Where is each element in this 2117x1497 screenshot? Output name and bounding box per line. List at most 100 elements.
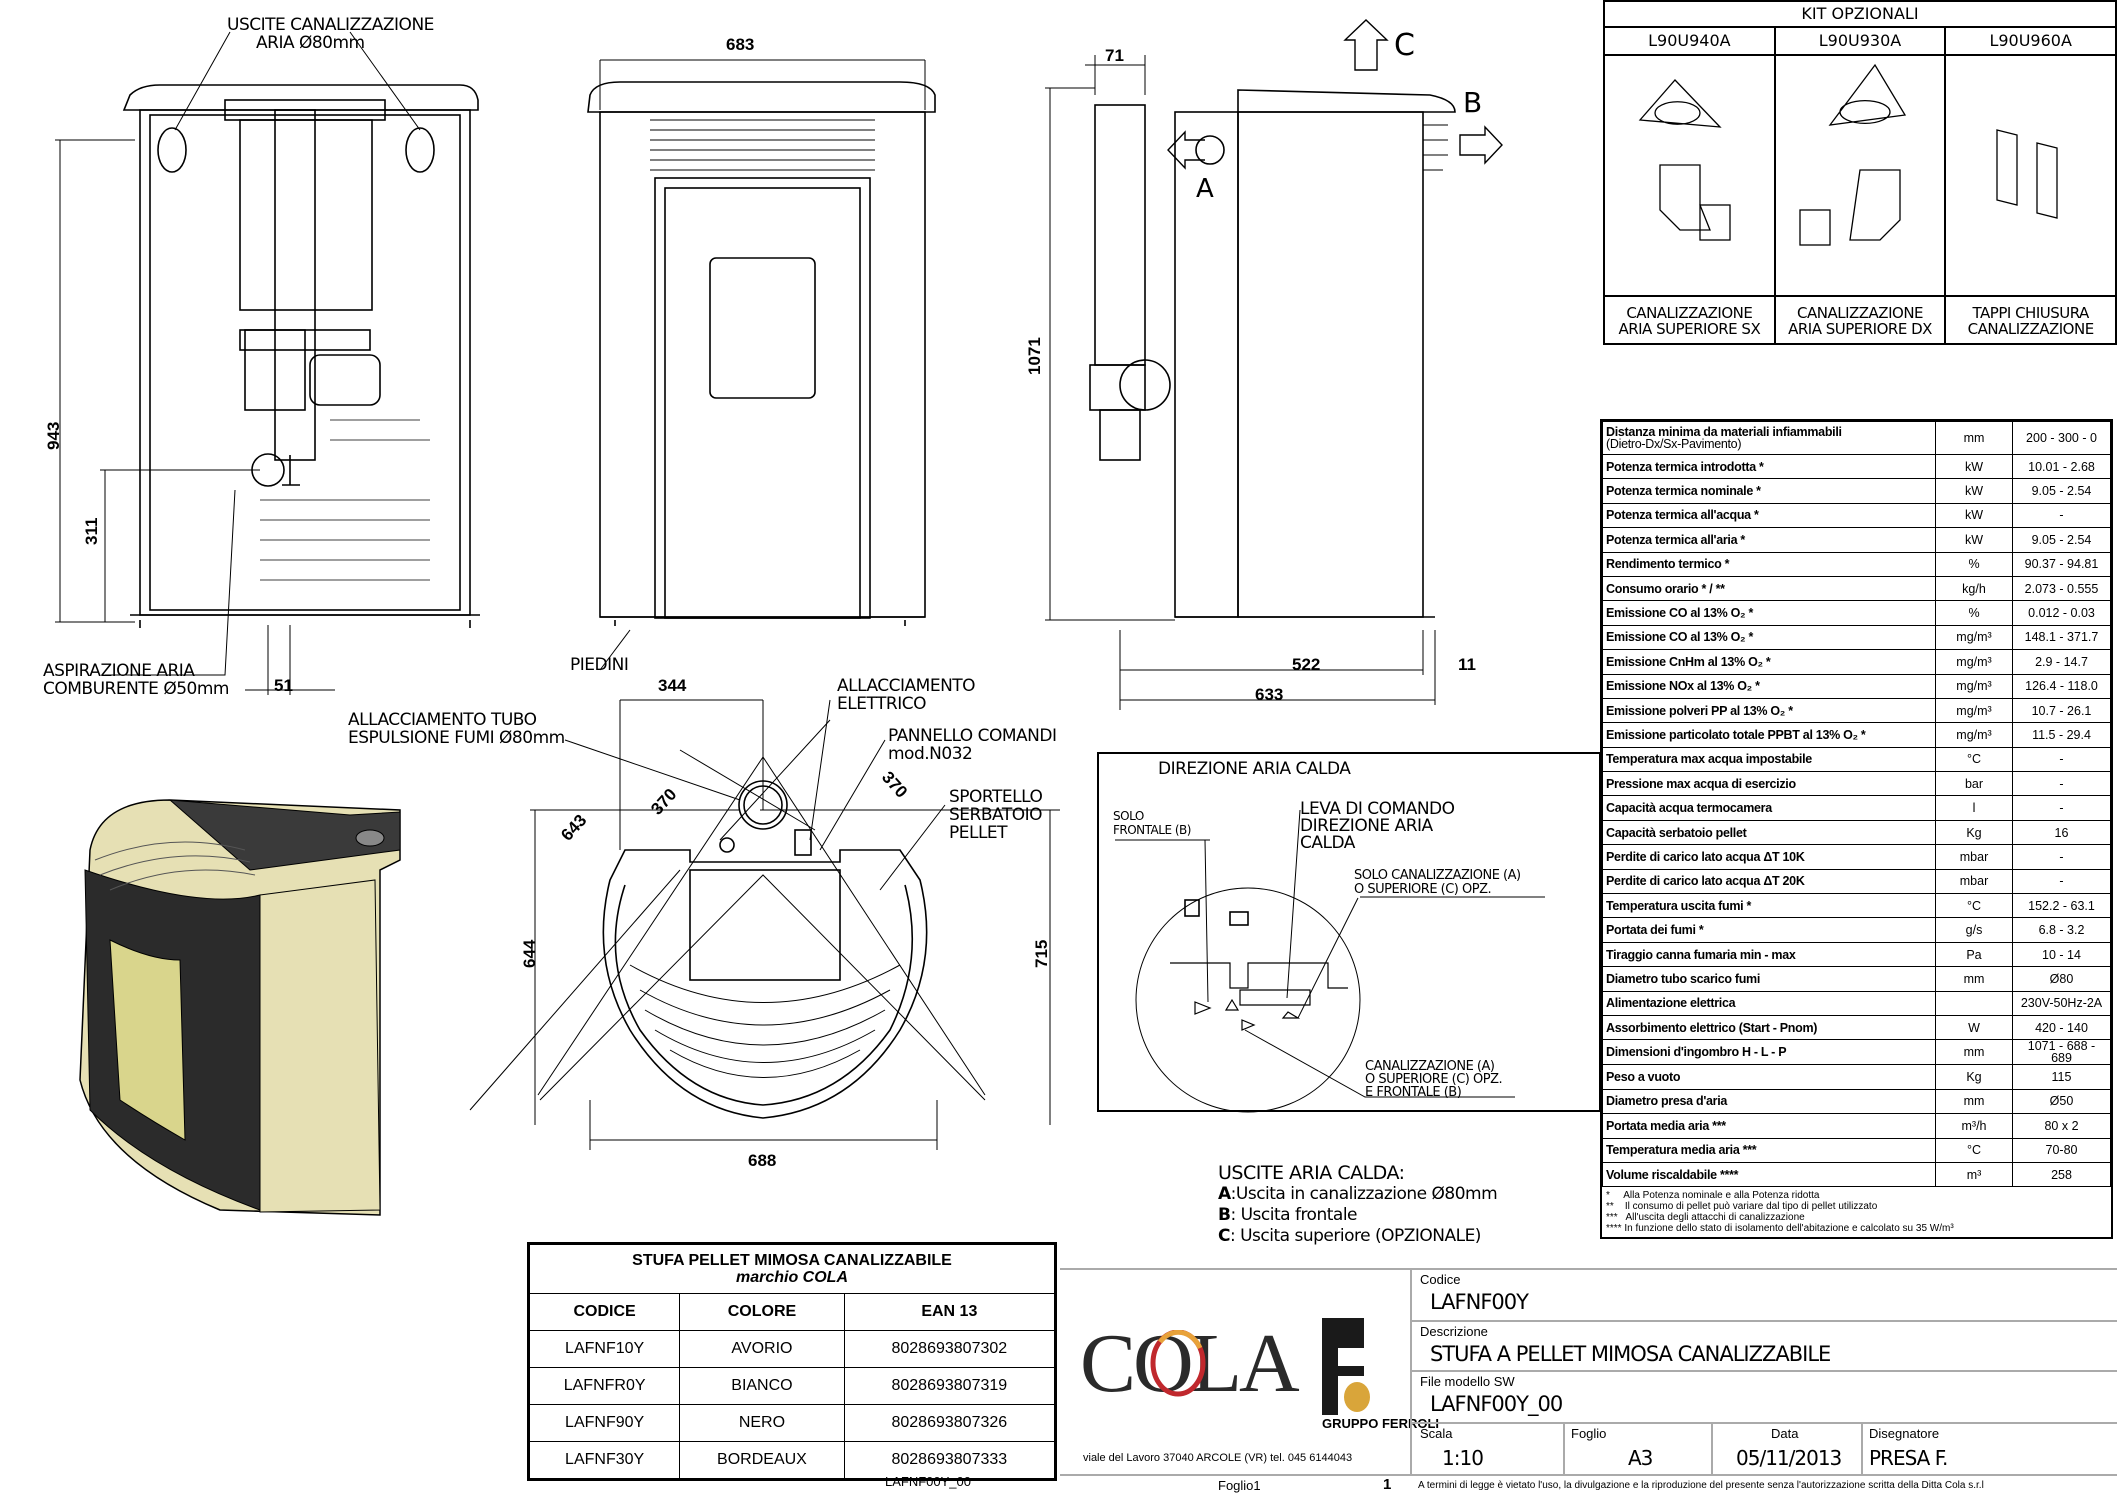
ean-cell: 8028693807326 — [843, 1404, 1056, 1442]
col-header-codice: CODICE — [528, 1293, 681, 1331]
spec-value: 148.1 - 371.7 — [2012, 624, 2111, 651]
air-outlets-title: USCITE ARIA CALDA: — [1218, 1162, 1405, 1184]
label-canal-2: O SUPERIORE (C) OPZ. — [1365, 1072, 1503, 1087]
codes-file-ref: LAFNF00Y_00 — [885, 1474, 971, 1489]
spec-row: Distanza minima da materiali infiammabil… — [1602, 421, 2111, 455]
spec-label: Capacità acqua termocamera — [1602, 795, 1936, 821]
col-header-colore: COLORE — [679, 1293, 845, 1331]
company-address: viale del Lavoro 37040 ARCOLE (VR) tel. … — [1083, 1452, 1353, 1464]
spec-value: 2.9 - 14.7 — [2012, 649, 2111, 675]
label-piedini: PIEDINI — [570, 655, 629, 675]
label-tubo-1: ALLACCIAMENTO TUBO — [348, 710, 537, 730]
spec-label: Tiraggio canna fumaria min - max — [1602, 941, 1936, 968]
dim-foot: 11 — [1458, 655, 1476, 674]
kit-code: L90U930A — [1775, 28, 1945, 56]
spec-label-text: Temperatura uscita fumi * — [1606, 898, 1752, 913]
side-view-drawing — [1045, 19, 1503, 710]
label-aria-diameter: ARIA Ø80mm — [256, 33, 365, 53]
ean-cell: 8028693807302 — [843, 1330, 1056, 1368]
spec-value: 80 x 2 — [2012, 1113, 2111, 1139]
spec-label: Temperatura uscita fumi * — [1602, 893, 1936, 919]
sheet-number: 1 — [1383, 1476, 1392, 1493]
rear-view-drawing — [55, 31, 480, 695]
spec-unit: mg/m³ — [1935, 722, 2013, 748]
spec-label-text: Distanza minima da materiali infiammabil… — [1606, 425, 1842, 439]
spec-label-text: Potenza termica all'aria * — [1606, 532, 1745, 547]
color-cell: BIANCO — [679, 1367, 845, 1405]
spec-footnote: *** All'uscita degli attacchi di canaliz… — [1606, 1212, 1805, 1224]
spec-label: Perdite di carico lato acqua ΔT 20K — [1602, 868, 1936, 895]
spec-label: Perdite di carico lato acqua ΔT 10K — [1602, 844, 1936, 870]
kit-desc-2: ARIA SUPERIORE DX — [1788, 320, 1932, 338]
spec-value: - — [2012, 868, 2111, 895]
top-view-drawing — [469, 699, 1060, 1150]
spec-footnote: **** In funzione dello stato di isolamen… — [1606, 1223, 1954, 1235]
spec-label: Potenza termica all'aria * — [1602, 527, 1936, 553]
spec-label: Assorbimento elettrico (Start - Pnom) — [1602, 1014, 1936, 1041]
spec-label-text: Assorbimento elettrico (Start - Pnom) — [1606, 1020, 1818, 1035]
spec-label-text: Capacità serbatoio pellet — [1606, 825, 1747, 840]
label-leva-3: CALDA — [1300, 833, 1355, 853]
spec-value: - — [2012, 795, 2111, 821]
spec-unit: bar — [1935, 771, 2013, 797]
spec-label: Diametro presa d'aria — [1602, 1088, 1936, 1115]
ferroli-logo-text: GRUPPO FERROLI — [1322, 1416, 1440, 1431]
label-leva-1: LEVA DI COMANDO — [1300, 799, 1455, 819]
arrow-c-label: C — [1394, 28, 1415, 63]
spec-value: 152.2 - 63.1 — [2012, 893, 2111, 919]
spec-value: 6.8 - 3.2 — [2012, 917, 2111, 943]
spec-value: 200 - 300 - 0 — [2012, 421, 2111, 455]
spec-value: 10.01 - 2.68 — [2012, 453, 2111, 480]
dim-front-width: 683 — [726, 35, 755, 54]
front-view-drawing — [587, 59, 936, 671]
spec-label-text: Emissione NOx al 13% O₂ * — [1606, 679, 1760, 694]
spec-label: Portata dei fumi * — [1602, 917, 1936, 943]
kit-desc-1: TAPPI CHIUSURA — [1972, 304, 2090, 322]
spec-unit: g/s — [1935, 917, 2013, 943]
spec-value: 9.05 - 2.54 — [2012, 527, 2111, 553]
ferroli-logo — [1322, 1318, 1370, 1415]
spec-label-text: Rendimento termico * — [1606, 557, 1730, 572]
kit-desc-2: CANALIZZAZIONE — [1967, 320, 2095, 338]
air-direction-title: DIREZIONE ARIA CALDA — [1158, 759, 1351, 779]
spec-label-text: Emissione CO al 13% O₂ * — [1606, 630, 1754, 645]
label-comburente: COMBURENTE Ø50mm — [43, 679, 229, 699]
kit-desc-2: ARIA SUPERIORE SX — [1618, 320, 1761, 338]
spec-label: Rendimento termico * — [1602, 551, 1936, 577]
label-uscite-canalizzazione: USCITE CANALIZZAZIONE — [227, 15, 434, 35]
spec-value: 126.4 - 118.0 — [2012, 673, 2111, 699]
outlet-c-key: C — [1218, 1226, 1230, 1246]
kit-image — [1775, 56, 1945, 297]
spec-label-text: Consumo orario * / ** — [1606, 581, 1725, 596]
spec-value: 115 — [2012, 1064, 2111, 1090]
label-sportello-2: SERBATOIO — [949, 805, 1042, 825]
code-cell: LAFNF90Y — [528, 1404, 681, 1442]
foglio-value: A3 — [1628, 1446, 1653, 1470]
scala-label: Scala — [1420, 1426, 1453, 1441]
outlet-c-text: : Uscita superiore (OPZIONALE) — [1229, 1226, 1481, 1246]
spec-label-sub: (Dietro-Dx/Sx-Pavimento) — [1606, 437, 1742, 451]
spec-unit: mm — [1935, 1088, 2013, 1115]
spec-unit: Kg — [1935, 1064, 2013, 1090]
dim-depth: 633 — [1255, 685, 1284, 704]
spec-unit: m³ — [1935, 1161, 2013, 1188]
dim-depth-inner: 522 — [1292, 655, 1321, 674]
code-cell: LAFNF10Y — [528, 1330, 681, 1368]
spec-label: Consumo orario * / ** — [1602, 575, 1936, 602]
spec-label-text: Portata dei fumi * — [1606, 923, 1704, 938]
outlet-b-text: : Uscita frontale — [1230, 1205, 1357, 1225]
label-pannello-2: mod.N032 — [888, 744, 973, 764]
